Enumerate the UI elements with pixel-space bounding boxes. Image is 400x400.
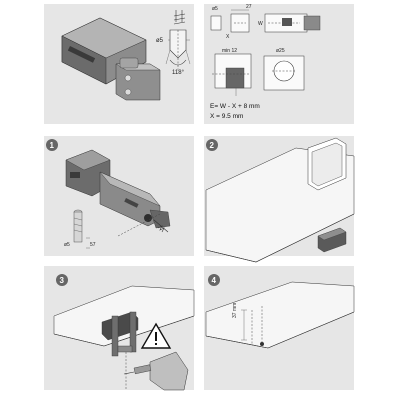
clamp-assembly: [101, 311, 139, 390]
dowel-detail: ø5 57: [64, 209, 96, 249]
step-4-number: 4: [212, 276, 217, 285]
step-2-number: 2: [210, 141, 215, 150]
length-27-label: 27: [246, 4, 252, 10]
panel-drilling-detail: ø5 118°: [44, 4, 194, 124]
power-drill-icon: [123, 351, 189, 391]
hole-diameter-label: ø5: [156, 38, 164, 44]
panel-step-2: 2: [204, 136, 355, 263]
depth-37-label: 37 mm: [232, 303, 238, 318]
formula-line-2: X = 9.5 mm: [210, 113, 243, 120]
dowel-diameter-label: ø5: [64, 242, 70, 248]
panel-technical-drawing: ø5 27 X W min 12 ø25 E= W - X + 8 mm X =…: [204, 4, 354, 124]
step-3-number: 3: [60, 276, 65, 285]
dowel-length-label: 57: [90, 242, 96, 248]
step-3-badge: 3: [56, 274, 68, 286]
connector-exploded-view: [65, 149, 171, 229]
step-1-badge: 1: [46, 139, 58, 151]
cup-hole-plan-view: min 12 ø25: [212, 48, 305, 96]
step-1-number: 1: [50, 141, 55, 150]
small-hole-diameter-label: ø5: [212, 6, 218, 12]
step-4-badge: 4: [208, 274, 220, 286]
installed-connector: [317, 227, 347, 253]
mounting-box: [307, 137, 347, 191]
panel-step-4: 4 37 mm: [204, 266, 355, 390]
formula-line-1: E= W - X + 8 mm: [210, 103, 260, 110]
height-w-label: W: [258, 21, 263, 27]
step-2-badge: 2: [206, 139, 218, 151]
depth-x-label: X: [226, 34, 230, 40]
connector-section-view: ø5 27 X W: [210, 4, 321, 40]
panel-step-3: 3: [44, 266, 195, 391]
board-panel-4: [205, 281, 355, 349]
warning-triangle-icon: [140, 322, 172, 349]
panel-step-1: 1 ø5 57: [44, 136, 194, 256]
drill-bit-detail: ø5 118°: [156, 10, 191, 76]
cup-diameter-label: ø25: [276, 48, 285, 54]
min-12-label: min 12: [222, 48, 237, 54]
connector-body: [61, 17, 161, 101]
drill-angle-label: 118°: [172, 70, 185, 76]
screw-insertion-detail: [117, 213, 169, 237]
depth-marking-detail: 37 mm: [232, 303, 264, 346]
